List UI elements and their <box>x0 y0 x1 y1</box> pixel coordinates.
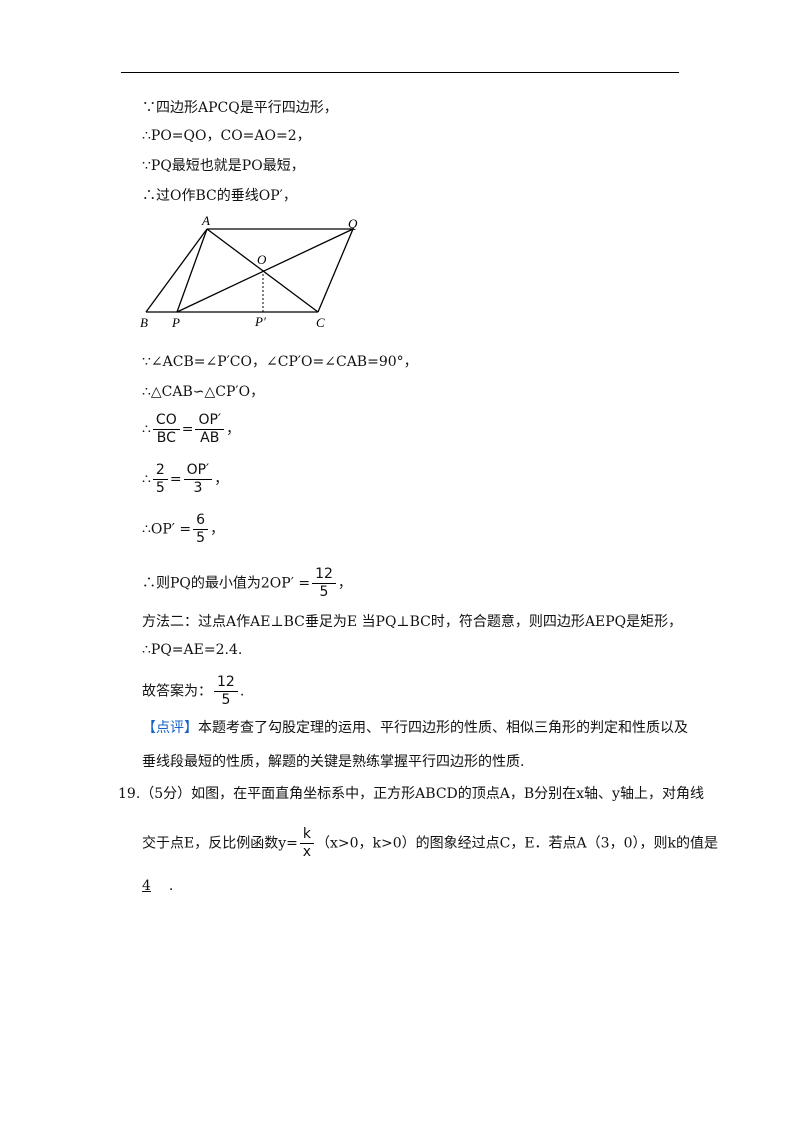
comma: ， <box>214 471 229 488</box>
fraction-denominator: BC <box>156 430 176 446</box>
equals-sign: = <box>181 421 194 438</box>
proof-line-11: 方法二：过点A作AE⊥BC垂足为E 当PQ⊥BC时，符合题意，则四边形AEPQ是… <box>142 614 683 630</box>
comment-line-1: 【点评】本题考查了勾股定理的运用、平行四边形的性质、相似三角形的判定和性质以及 <box>142 718 688 738</box>
proof-line-4: ∴过O作BC的垂线OP′， <box>142 188 297 204</box>
segment-QC <box>317 228 354 313</box>
comma: ， <box>337 575 352 592</box>
equals-sign: = <box>169 471 182 488</box>
question-19-answer-line: 4. <box>142 876 173 896</box>
fraction-denominator: 5 <box>319 584 329 600</box>
comma: ， <box>226 421 241 438</box>
fraction-denominator: 5 <box>221 692 231 708</box>
fraction-denominator: 5 <box>155 480 165 496</box>
label-A: A <box>201 213 210 228</box>
therefore-symbol: ∴ <box>142 421 151 438</box>
question-19-text-prefix: 交于点E，反比例函数y= <box>142 835 298 852</box>
fraction-op-3: OP′3 <box>183 462 213 497</box>
comment-tag: 【点评】 <box>142 720 198 736</box>
fraction-denominator: AB <box>200 430 220 446</box>
question-19-answer: 4 <box>142 878 151 894</box>
fraction-denominator: 5 <box>196 530 206 546</box>
fraction-numerator: 2 <box>152 462 168 480</box>
question-19-text-suffix: （x>0，k>0）的图象经过点C，E．若点A（3，0），则k的值是 <box>315 835 718 852</box>
fraction-numerator: k <box>299 826 314 844</box>
pq-minimum-text: ∴则PQ的最小值为2OP′ = <box>142 575 311 592</box>
op-prime-equals: ∴OP′ = <box>142 521 192 538</box>
proof-line-12: ∴PQ=AE=2.4. <box>142 642 243 658</box>
fraction-numerator: OP′ <box>183 462 213 480</box>
comment-text-1: 本题考查了勾股定理的运用、平行四边形的性质、相似三角形的判定和性质以及 <box>198 720 688 736</box>
fraction-op-ab: OP′AB <box>195 412 225 447</box>
fraction-denominator: 3 <box>193 480 203 496</box>
comment-line-2: 垂线段最短的性质，解题的关键是熟练掌握平行四边形的性质. <box>142 754 525 770</box>
proof-line-1: ∵四边形APCQ是平行四边形， <box>142 100 338 116</box>
fraction-numerator: 12 <box>214 674 238 692</box>
proof-line-2: ∴PO=QO，CO=AO=2， <box>142 128 311 144</box>
parallelogram-figure: A Q O B P P′ C <box>140 213 358 330</box>
question-19-line-1: 19.（5分）如图，在平面直角坐标系中，正方形ABCD的顶点A，B分别在x轴、y… <box>118 786 704 802</box>
period: . <box>168 878 174 894</box>
segment-AP <box>176 228 208 313</box>
fraction-denominator: x <box>302 844 312 860</box>
segment-PQ <box>176 228 354 313</box>
comma: ， <box>210 521 225 538</box>
fraction-numerator: CO <box>152 412 180 430</box>
label-P-prime: P′ <box>254 314 266 329</box>
label-C: C <box>316 315 325 330</box>
label-P: P <box>171 315 180 330</box>
label-Q: Q <box>348 216 358 231</box>
fraction-numerator: OP′ <box>195 412 225 430</box>
therefore-symbol: ∴ <box>142 471 151 488</box>
header-rule <box>121 72 679 73</box>
proof-line-6: ∴△CAB∽△CP′O， <box>142 384 265 400</box>
fraction-numerator: 12 <box>312 566 336 584</box>
segment-AB <box>145 228 208 313</box>
period: . <box>239 683 245 700</box>
proof-line-3: ∵PQ最短也就是PO最短， <box>142 158 305 174</box>
fraction-numerator: 6 <box>193 512 209 530</box>
label-O: O <box>257 252 267 267</box>
proof-line-5: ∵∠ACB=∠P′CO，∠CP′O=∠CAB=90°， <box>142 354 418 370</box>
label-B: B <box>140 315 148 330</box>
answer-label: 故答案为： <box>142 683 212 700</box>
